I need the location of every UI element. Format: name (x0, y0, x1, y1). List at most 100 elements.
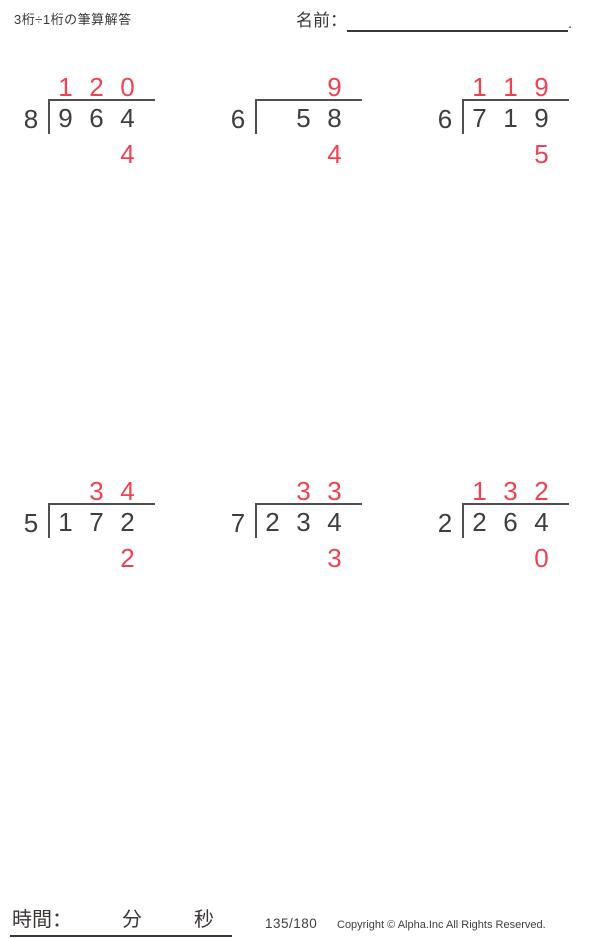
division-problem-6: 1 3 2 2 2 6 4 0 (428, 476, 600, 573)
dividend-digit: 2 (265, 507, 280, 537)
remainder-digit (288, 142, 319, 166)
division-problem-3: 1 1 9 6 7 1 9 5 (428, 72, 600, 169)
quotient-digit: 3 (296, 476, 311, 506)
quotient-digit: 2 (534, 476, 549, 506)
divisor: 8 (23, 104, 39, 134)
dividend-box: 2 3 4 (255, 503, 362, 538)
remainder-row: 4 (50, 139, 194, 169)
divisor: 7 (230, 508, 246, 538)
division-problem-5: 3 3 7 2 3 4 3 (221, 476, 401, 573)
time-label: 時間： (12, 909, 72, 931)
dividend-digit: 9 (534, 103, 549, 133)
quotient-row: 1 3 2 (464, 476, 600, 506)
dividend-digit: 3 (296, 507, 311, 537)
quotient-digit: 2 (89, 72, 104, 102)
divisor: 6 (230, 104, 246, 134)
dividend-box: 5 8 (255, 99, 362, 134)
remainder-digit (50, 142, 81, 166)
dividend-digit: 7 (89, 507, 104, 537)
dividend-digit: 1 (503, 103, 518, 133)
name-field: 名前： . (296, 6, 572, 32)
remainder-digit: 5 (534, 139, 549, 169)
quotient-digit: 4 (120, 476, 135, 506)
quotient-row: 9 (257, 72, 401, 102)
quotient-digit (257, 75, 288, 99)
quotient-digit: 1 (472, 476, 487, 506)
dividend-digit: 6 (503, 507, 518, 537)
quotient-digit: 3 (89, 476, 104, 506)
division-bracket: 6 7 1 9 (428, 99, 600, 134)
division-bracket: 5 1 7 2 (14, 503, 194, 538)
time-field: 時間： 分 秒 (10, 903, 232, 937)
remainder-digit: 3 (327, 543, 342, 573)
divisor: 2 (437, 508, 453, 538)
remainder-digit (495, 546, 526, 570)
division-bracket: 8 9 6 4 (14, 99, 194, 134)
dividend-digit: 2 (472, 507, 487, 537)
remainder-digit (495, 142, 526, 166)
remainder-digit: 4 (120, 139, 135, 169)
remainder-row: 0 (464, 543, 600, 573)
quotient-digit (288, 75, 319, 99)
remainder-digit (464, 142, 495, 166)
remainder-digit (50, 546, 81, 570)
quotient-digit: 0 (120, 72, 135, 102)
dividend-digit: 4 (327, 507, 342, 537)
quotient-digit: 3 (327, 476, 342, 506)
quotient-digit: 1 (503, 72, 518, 102)
remainder-digit (288, 546, 319, 570)
quotient-digit: 1 (58, 72, 73, 102)
page-number: 135/180 (265, 916, 318, 931)
dividend-digit: 4 (120, 103, 135, 133)
division-bracket: 7 2 3 4 (221, 503, 401, 538)
dividend-digit: 1 (58, 507, 73, 537)
dividend-digit: 4 (534, 507, 549, 537)
dividend-digit: 7 (472, 103, 487, 133)
quotient-row: 1 1 9 (464, 72, 600, 102)
dividend-digit: 2 (120, 507, 135, 537)
name-line-period: . (568, 15, 573, 32)
remainder-digit: 0 (534, 543, 549, 573)
quotient-row: 3 3 (257, 476, 401, 506)
remainder-digit: 4 (327, 139, 342, 169)
remainder-digit (464, 546, 495, 570)
page-title: 3桁÷1桁の筆算解答 (14, 12, 132, 27)
quotient-digit (50, 479, 81, 503)
divisor: 5 (23, 508, 39, 538)
dividend-box: 2 6 4 (462, 503, 569, 538)
division-bracket: 2 2 6 4 (428, 503, 600, 538)
dividend-digit: 5 (296, 103, 311, 133)
dividend-box: 1 7 2 (48, 503, 155, 538)
remainder-row: 3 (257, 543, 401, 573)
division-problem-2: 9 6 5 8 4 (221, 72, 401, 169)
remainder-digit (257, 546, 288, 570)
division-bracket: 6 5 8 (221, 99, 401, 134)
dividend-digit: 9 (58, 103, 73, 133)
remainder-digit (257, 142, 288, 166)
dividend-box: 9 6 4 (48, 99, 155, 134)
dividend-digit: 6 (89, 103, 104, 133)
quotient-digit: 3 (503, 476, 518, 506)
remainder-digit (81, 546, 112, 570)
quotient-row: 3 4 (50, 476, 194, 506)
divisor: 6 (437, 104, 453, 134)
copyright-text: Copyright © Alpha.Inc All Rights Reserve… (337, 919, 546, 931)
dividend-digit (257, 106, 288, 130)
remainder-digit (81, 142, 112, 166)
dividend-box: 7 1 9 (462, 99, 569, 134)
dividend-digit: 8 (327, 103, 342, 133)
quotient-digit: 9 (327, 72, 342, 102)
name-input-line (347, 11, 568, 32)
remainder-digit: 2 (120, 543, 135, 573)
quotient-digit: 1 (472, 72, 487, 102)
remainder-row: 2 (50, 543, 194, 573)
quotient-digit (257, 479, 288, 503)
remainder-row: 4 (257, 139, 401, 169)
quotient-row: 1 2 0 (50, 72, 194, 102)
division-problem-1: 1 2 0 8 9 6 4 4 (14, 72, 194, 169)
minutes-label: 分 (122, 909, 142, 931)
remainder-row: 5 (464, 139, 600, 169)
division-problem-4: 3 4 5 1 7 2 2 (14, 476, 194, 573)
name-label: 名前： (296, 11, 347, 30)
seconds-label: 秒 (194, 909, 214, 931)
